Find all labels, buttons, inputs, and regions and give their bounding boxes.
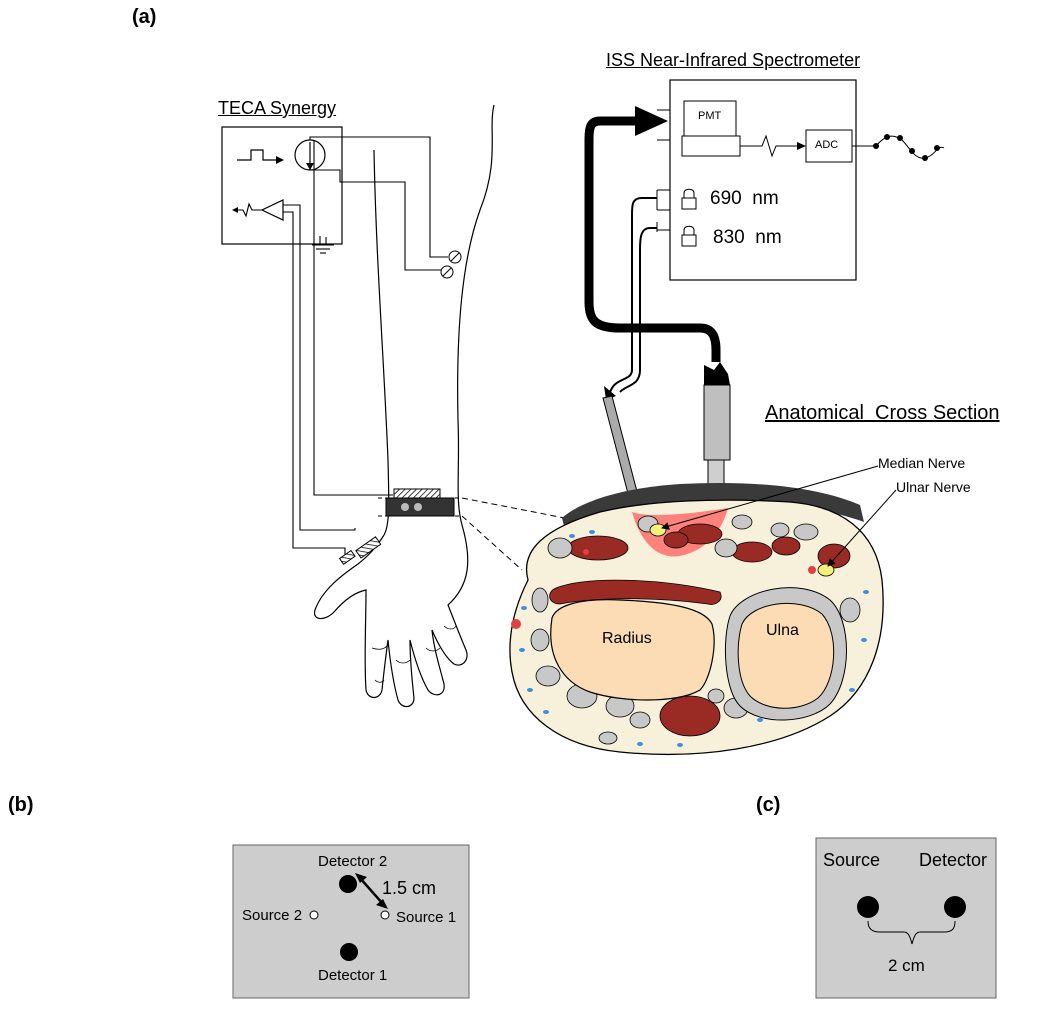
- source-2-label: Source 2: [242, 907, 303, 924]
- source-fiber: [609, 197, 657, 393]
- wavelength-690: 690 nm: [710, 188, 779, 209]
- panel-b-probe: [232, 844, 470, 999]
- detector-fiber: [584, 106, 721, 362]
- distance-b-label: 1.5 cm: [382, 878, 437, 898]
- teca-title: TECA Synergy: [218, 98, 337, 118]
- detector-label: Detector: [919, 850, 988, 870]
- panel-c-probe: [815, 837, 997, 999]
- detector-probe: [703, 362, 731, 501]
- wrist-probe: [378, 488, 462, 517]
- cross-section: [509, 482, 884, 756]
- panel-label-a: (a): [132, 6, 157, 28]
- detector-1-label: Detector 1: [318, 967, 388, 984]
- teca-wires: [283, 136, 448, 555]
- source-fiber-arrow: [604, 386, 616, 400]
- cross-section-title: Anatomical Cross Section: [765, 402, 1000, 424]
- iss-title: ISS Near-Infrared Spectrometer: [606, 50, 861, 70]
- ulna-label: Ulna: [766, 622, 799, 639]
- radius-label: Radius: [602, 630, 652, 647]
- panel-label-b: (b): [8, 794, 34, 816]
- pmt-label: PMT: [698, 110, 722, 122]
- wavelength-830: 830 nm: [713, 227, 782, 248]
- ring-electrodes: [338, 536, 382, 565]
- ulnar-nerve-label: Ulnar Nerve: [896, 479, 971, 495]
- adc-label: ADC: [815, 139, 839, 151]
- panel-label-c: (c): [756, 794, 781, 816]
- detector-2-label: Detector 2: [318, 853, 388, 870]
- nerve-leaders: [661, 465, 897, 567]
- source-1-label: Source 1: [396, 909, 457, 926]
- projection-lines: [461, 497, 576, 571]
- teca-synergy-box: [221, 126, 343, 245]
- source-label: Source: [823, 850, 881, 870]
- iss-spectrometer-box: [656, 79, 945, 281]
- distance-c-label: 2 cm: [888, 956, 925, 975]
- stimulating-electrodes: [440, 250, 462, 279]
- source-probe: [602, 395, 641, 506]
- median-nerve-label: Median Nerve: [878, 455, 966, 471]
